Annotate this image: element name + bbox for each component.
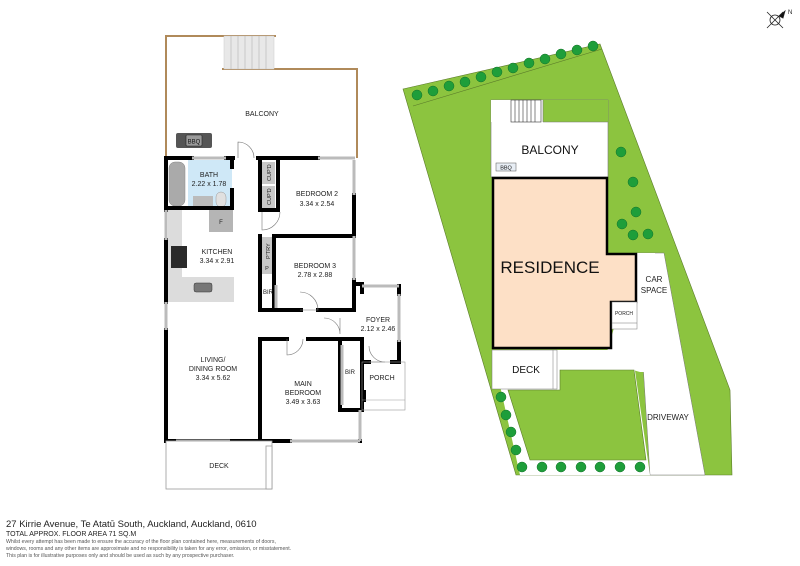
deck-label: DECK bbox=[209, 463, 229, 470]
floor-area: TOTAL APPROX. FLOOR AREA 71 SQ.M bbox=[6, 531, 137, 538]
bath-label: BATH bbox=[200, 172, 218, 179]
pantry-label: P'TRY bbox=[266, 243, 272, 259]
site-plan: BALCONY BBQ RESIDENCE PORCH CAR SPACE DE… bbox=[402, 40, 733, 476]
porch bbox=[361, 361, 406, 411]
walls bbox=[164, 156, 401, 443]
bedroom2-dims: 3.34 x 2.54 bbox=[300, 201, 335, 208]
living-label: LIVING/ bbox=[201, 357, 226, 364]
deck: DECK bbox=[165, 440, 273, 490]
site-deck-label: DECK bbox=[512, 365, 540, 376]
bedroom3-dims: 2.78 x 2.88 bbox=[298, 272, 333, 279]
residence-label: RESIDENCE bbox=[500, 258, 599, 277]
disclaimer-line-3: This plan is for illustrative purposes o… bbox=[6, 552, 235, 559]
windows bbox=[164, 156, 401, 443]
balcony-label: BALCONY bbox=[245, 111, 279, 118]
kitchen-dims: 3.34 x 2.91 bbox=[200, 258, 235, 265]
bbq-label: BBQ bbox=[188, 140, 201, 146]
car-label-2: SPACE bbox=[641, 286, 668, 295]
bbq-icon: BBQ bbox=[176, 133, 212, 148]
kitchen-fixtures: F bbox=[168, 210, 234, 302]
site-porch-label: PORCH bbox=[615, 311, 633, 317]
bir-label-1: BIR bbox=[263, 290, 274, 296]
doors bbox=[261, 211, 386, 363]
bath-dims: 2.22 x 1.78 bbox=[192, 181, 227, 188]
p-label: P bbox=[265, 266, 269, 272]
kitchen-label: KITCHEN bbox=[202, 249, 233, 256]
vanity-icon bbox=[193, 196, 213, 208]
stairs-icon bbox=[223, 35, 275, 70]
disclaimer-line-2: windows, rooms and any other items are a… bbox=[6, 545, 292, 552]
lawn-back bbox=[507, 369, 647, 461]
fridge-label: F bbox=[219, 220, 223, 226]
bathtub-icon bbox=[168, 161, 186, 207]
living-dims: 3.34 x 5.62 bbox=[196, 375, 231, 382]
main-bedroom-dims: 3.49 x 3.63 bbox=[286, 399, 321, 406]
foyer-label: FOYER bbox=[366, 317, 390, 324]
footer: 27 Kirrie Avenue, Te Atatū South, Auckla… bbox=[6, 519, 426, 559]
driveway-label: DRIVEWAY bbox=[647, 413, 689, 422]
car-label-1: CAR bbox=[646, 275, 663, 284]
balcony: BBQ bbox=[165, 35, 358, 159]
site-balcony-label: BALCONY bbox=[521, 143, 578, 157]
cooktop-icon bbox=[171, 246, 187, 268]
disclaimer-line-1: Whilst every attempt has been made to en… bbox=[6, 539, 276, 545]
main-bedroom-label-2: BEDROOM bbox=[285, 390, 321, 397]
living-label-2: DINING ROOM bbox=[189, 366, 237, 373]
bedroom3-label: BEDROOM 3 bbox=[294, 263, 336, 270]
foyer-dims: 2.12 x 2.46 bbox=[361, 326, 396, 333]
bir-label-2: BIR bbox=[345, 370, 356, 376]
main-bedroom-label: MAIN bbox=[294, 381, 312, 388]
cupd-label-1: CUP'D bbox=[267, 164, 273, 181]
toilet-icon bbox=[215, 191, 227, 208]
north-compass-icon: N bbox=[766, 9, 792, 29]
cupd-label-2: CUP'D bbox=[267, 188, 273, 205]
north-label: N bbox=[788, 10, 792, 16]
cupboards: CUP'D CUP'D P'TRY P bbox=[261, 162, 275, 274]
tree-icons bbox=[411, 40, 654, 473]
site-bbq-label: BBQ bbox=[500, 166, 512, 172]
porch-label: PORCH bbox=[369, 375, 394, 382]
property-address: 27 Kirrie Avenue, Te Atatū South, Auckla… bbox=[6, 519, 257, 530]
site-stairs-icon bbox=[510, 99, 542, 123]
bedroom2-label: BEDROOM 2 bbox=[296, 191, 338, 198]
sink-icon bbox=[193, 282, 213, 293]
